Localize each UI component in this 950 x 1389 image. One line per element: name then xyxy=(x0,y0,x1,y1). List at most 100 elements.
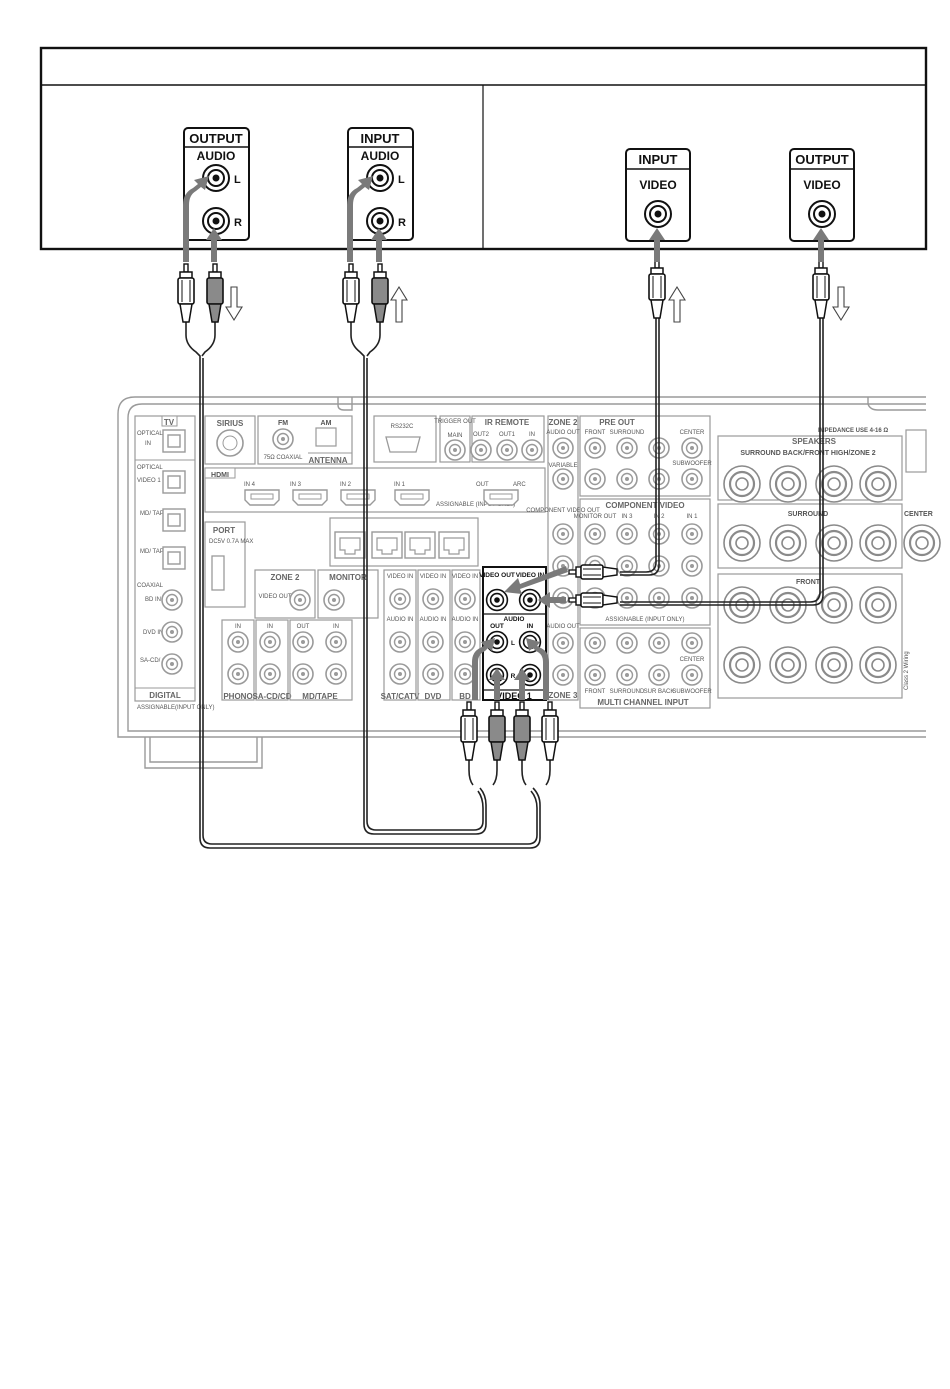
zone3-l-jack[interactable] xyxy=(552,632,574,654)
audio-out-r-plug[interactable] xyxy=(206,263,224,323)
rx-audio-out-r-plug[interactable] xyxy=(488,701,506,761)
fb-l-plus[interactable] xyxy=(858,585,898,625)
video-out-plug[interactable] xyxy=(812,259,830,319)
pre-center[interactable] xyxy=(681,437,703,459)
mdtape-optical-in[interactable] xyxy=(162,508,186,532)
video1-video-in-jack[interactable] xyxy=(518,588,542,612)
rx-audio-out-l-plug[interactable] xyxy=(460,701,478,761)
tv-optical-in[interactable] xyxy=(162,429,186,453)
sur-r-plus[interactable] xyxy=(722,523,762,563)
comp-in1-pb[interactable] xyxy=(681,555,703,577)
satcatv-r-jack[interactable] xyxy=(389,663,411,685)
center-speaker-jack[interactable] xyxy=(902,523,942,563)
fa-r-plus[interactable] xyxy=(722,645,762,685)
sb-r-plus[interactable] xyxy=(722,464,762,504)
phono-r-jack[interactable] xyxy=(227,663,249,685)
lan-port-3[interactable] xyxy=(371,531,403,559)
mdtape-out-r-jack[interactable] xyxy=(292,663,314,685)
am-terminal[interactable] xyxy=(315,427,337,447)
bd-l-jack[interactable] xyxy=(454,631,476,653)
zone3-r-jack[interactable] xyxy=(552,664,574,686)
dvd-r-jack[interactable] xyxy=(422,663,444,685)
sirius-connector[interactable] xyxy=(216,429,244,457)
mdtape-in-l-jack[interactable] xyxy=(325,631,347,653)
fa-r-minus[interactable] xyxy=(768,645,808,685)
phono-l-jack[interactable] xyxy=(227,631,249,653)
lan-port-1[interactable] xyxy=(438,531,470,559)
video-in-plug[interactable] xyxy=(648,259,666,319)
hdmi-in2-port[interactable] xyxy=(340,489,376,506)
mc-front-r[interactable] xyxy=(584,664,606,686)
comp-in3-y[interactable] xyxy=(616,523,638,545)
audio-in-l-plug[interactable] xyxy=(342,263,360,323)
dvd-video-jack[interactable] xyxy=(422,588,444,610)
bd-video-jack[interactable] xyxy=(454,588,476,610)
pre-front-r[interactable] xyxy=(584,468,606,490)
sur-l-minus[interactable] xyxy=(814,523,854,563)
zone2-r-jack[interactable] xyxy=(552,468,574,490)
hdmi-in4-port[interactable] xyxy=(244,489,280,506)
trigger-jack[interactable] xyxy=(444,439,466,461)
sur-l-plus[interactable] xyxy=(858,523,898,563)
mc-surround-l[interactable] xyxy=(616,632,638,654)
comp-in1-y[interactable] xyxy=(681,523,703,545)
pre-surround-r[interactable] xyxy=(616,468,638,490)
input-video-jack[interactable] xyxy=(644,200,672,228)
rs232c-port[interactable] xyxy=(385,436,421,453)
mc-surback-l[interactable] xyxy=(648,632,670,654)
video1-in-plug[interactable] xyxy=(568,592,618,608)
fm-jack[interactable] xyxy=(272,428,294,450)
mc-subwoofer[interactable] xyxy=(681,664,703,686)
lan-port-2[interactable] xyxy=(404,531,436,559)
hdmi-in3-port[interactable] xyxy=(292,489,328,506)
output-audio-r-jack[interactable] xyxy=(202,207,230,235)
pre-surround-l[interactable] xyxy=(616,437,638,459)
audio-in-r-plug[interactable] xyxy=(371,263,389,323)
ir-out1-jack[interactable] xyxy=(496,439,518,461)
sacd-coax-in[interactable] xyxy=(161,653,183,675)
satcatv-video-jack[interactable] xyxy=(389,588,411,610)
sb-l-minus[interactable] xyxy=(814,464,854,504)
mdtape-out-l-jack[interactable] xyxy=(292,631,314,653)
comp-in3-pb[interactable] xyxy=(616,555,638,577)
zone2-l-jack[interactable] xyxy=(552,437,574,459)
audio-out-l-plug[interactable] xyxy=(177,263,195,323)
rx-audio-in-r-plug[interactable] xyxy=(541,701,559,761)
ir-out2-jack[interactable] xyxy=(470,439,492,461)
video1-out-plug[interactable] xyxy=(568,564,618,580)
output-video-box: OUTPUT VIDEO xyxy=(789,148,855,242)
pre-subwoofer[interactable] xyxy=(681,468,703,490)
dvd-l-jack[interactable] xyxy=(422,631,444,653)
ir-in-jack[interactable] xyxy=(521,439,543,461)
fa-l-minus[interactable] xyxy=(814,645,854,685)
comp-out-y[interactable] xyxy=(552,523,574,545)
mdtape-in-r-jack[interactable] xyxy=(325,663,347,685)
bd-coax-in[interactable] xyxy=(161,589,183,611)
hdmi-in1-port[interactable] xyxy=(394,489,430,506)
lan-port-4[interactable] xyxy=(334,531,366,559)
mc-surround-r[interactable] xyxy=(616,664,638,686)
sacd-r-jack[interactable] xyxy=(259,663,281,685)
sb-r-minus[interactable] xyxy=(768,464,808,504)
fa-l-plus[interactable] xyxy=(858,645,898,685)
pre-front-l[interactable] xyxy=(584,437,606,459)
fb-l-minus[interactable] xyxy=(814,585,854,625)
mc-front-l[interactable] xyxy=(584,632,606,654)
video1-optical-in[interactable] xyxy=(162,470,186,494)
satcatv-l-jack[interactable] xyxy=(389,631,411,653)
sur-r-minus[interactable] xyxy=(768,523,808,563)
zone2-video-out-jack[interactable] xyxy=(289,589,311,611)
mdtape-optical-out[interactable] xyxy=(162,546,186,570)
hdmi-out-port[interactable] xyxy=(483,489,519,506)
comp-mon-y[interactable] xyxy=(584,523,606,545)
sacd-l-jack[interactable] xyxy=(259,631,281,653)
sb-l-plus[interactable] xyxy=(858,464,898,504)
video1-video-out-jack[interactable] xyxy=(485,588,509,612)
monitor-video-out-jack[interactable] xyxy=(323,589,345,611)
mc-center[interactable] xyxy=(681,632,703,654)
usb-port[interactable] xyxy=(211,555,225,591)
rx-audio-in-l-plug[interactable] xyxy=(513,701,531,761)
mc-surback-r[interactable] xyxy=(648,664,670,686)
output-video-jack[interactable] xyxy=(808,200,836,228)
dvd-coax-in[interactable] xyxy=(161,621,183,643)
